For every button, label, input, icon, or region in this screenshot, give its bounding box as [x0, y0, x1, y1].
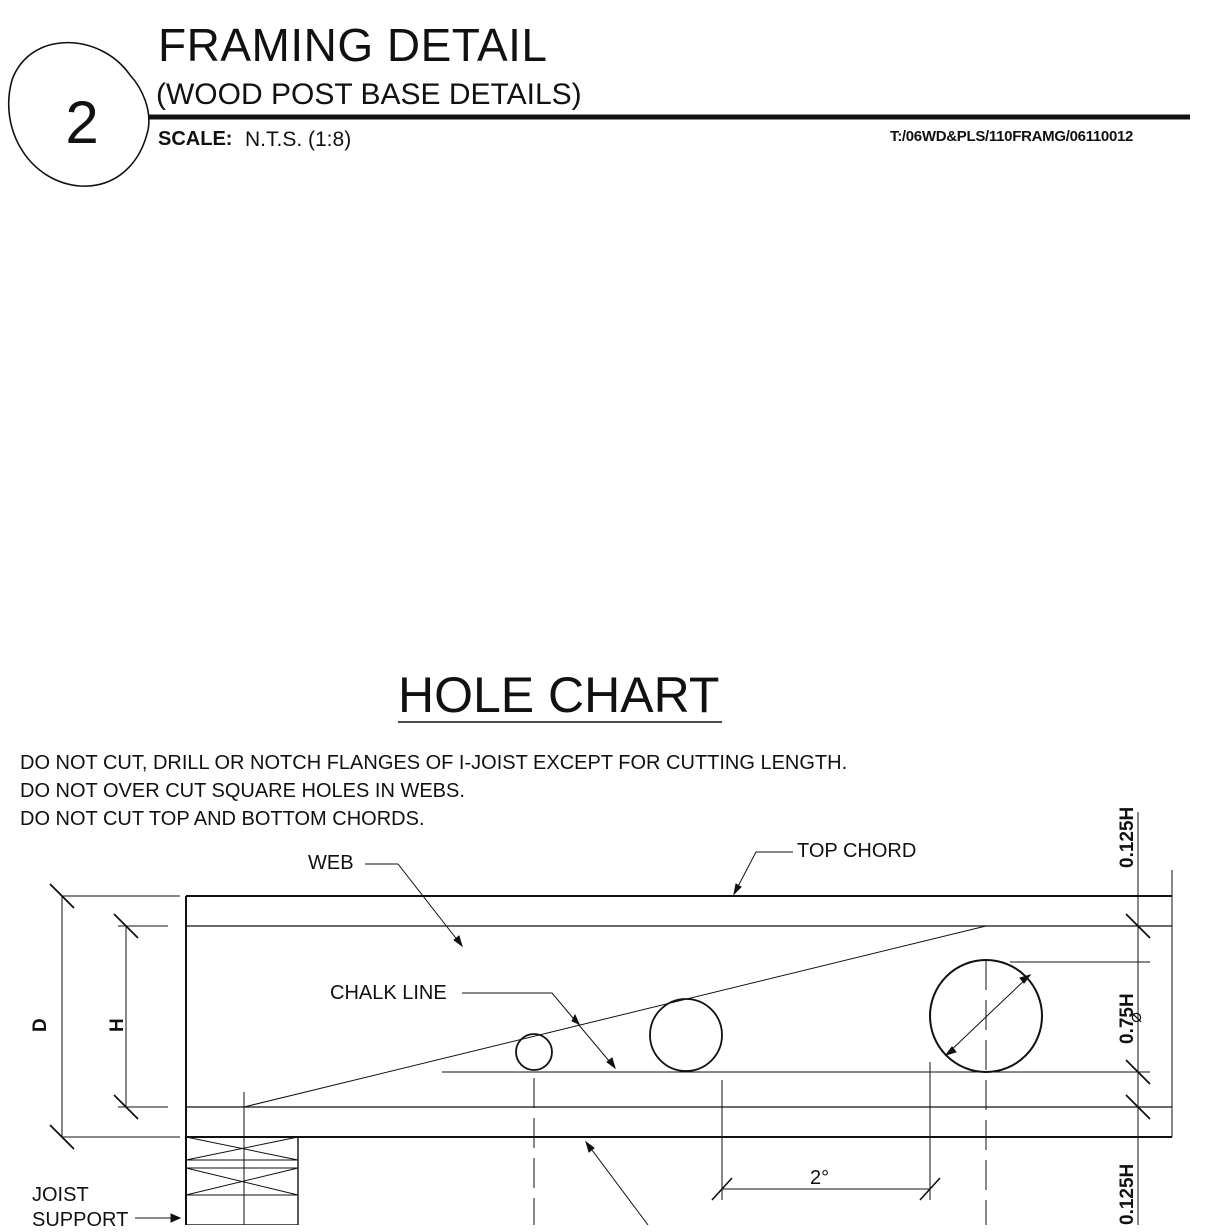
top-chord-label: TOP CHORD [797, 840, 917, 862]
detail-number: 2 [65, 89, 99, 156]
spacing-tick-left [711, 1177, 733, 1201]
medium-hole [649, 998, 723, 1072]
large-hole-diameter-line [945, 974, 1031, 1056]
detail-subtitle: (WOOD POST BASE DETAILS) [156, 78, 582, 111]
top-chord-leader [733, 851, 793, 895]
chalk-line [243, 925, 987, 1108]
web-label: WEB [308, 852, 354, 874]
scale-label: SCALE: [158, 128, 233, 150]
chalk-line-label: CHALK LINE [330, 982, 447, 1004]
diameter-arrow-tail [944, 1046, 957, 1056]
note-square-holes: DO NOT OVER CUT SQUARE HOLES IN WEBS. [20, 780, 465, 802]
diameter-arrow-head [1019, 974, 1032, 984]
file-reference: T:/06WD&PLS/110FRAMG/06110012 [890, 128, 1134, 145]
joist-support-label-line1: JOIST [32, 1184, 89, 1206]
chalk-line-leader [462, 992, 616, 1069]
note-flanges: DO NOT CUT, DRILL OR NOTCH FLANGES OF I-… [20, 752, 848, 774]
spacing-tick-right [919, 1177, 941, 1201]
scale-value: N.T.S. (1:8) [245, 128, 352, 151]
detail-title: FRAMING DETAIL [158, 19, 548, 71]
bottom-chord-leader [585, 1141, 649, 1225]
small-hole [515, 1033, 553, 1071]
spacing-label: 2° [810, 1167, 830, 1189]
joist-support-block [185, 1136, 299, 1225]
detail-bubble [7, 41, 150, 187]
hole-chart-title: HOLE CHART [398, 667, 720, 723]
note-chords: DO NOT CUT TOP AND BOTTOM CHORDS. [20, 808, 425, 830]
web-leader [365, 863, 463, 947]
